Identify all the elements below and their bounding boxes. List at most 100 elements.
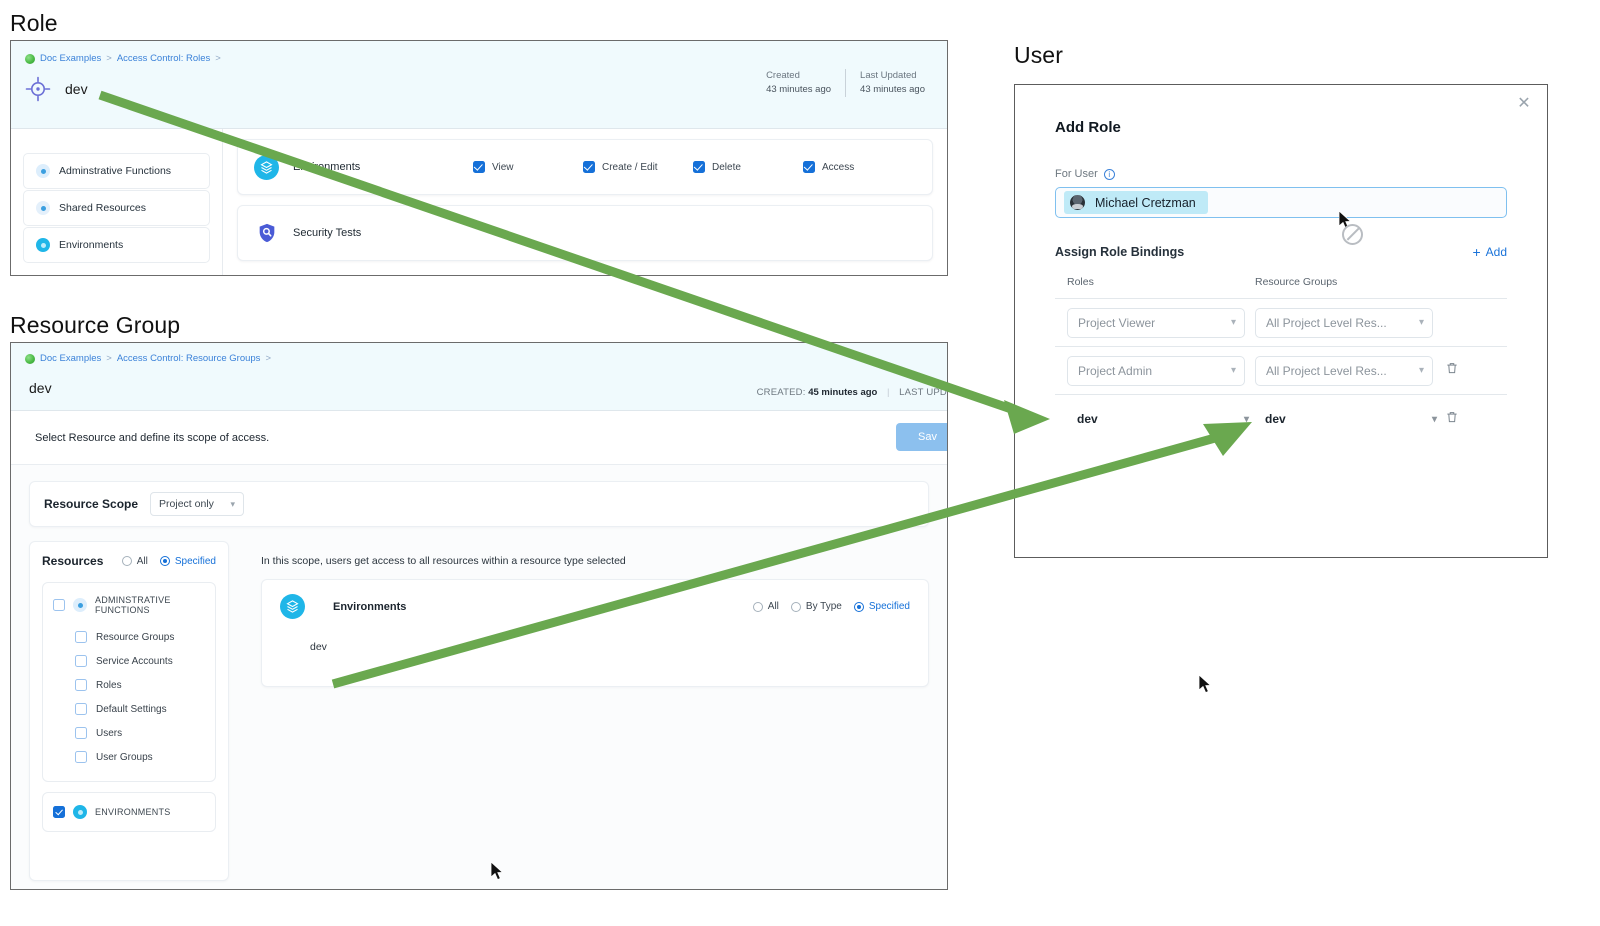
breadcrumb-project[interactable]: Doc Examples [40,353,102,364]
save-button[interactable]: Sav [896,423,947,451]
chevron-down-icon: ▾ [1243,413,1249,425]
resource-group-caption: Resource Group [10,312,181,338]
group-header[interactable]: ADMINSTRATIVE FUNCTIONS [53,595,205,615]
breadcrumb-section[interactable]: Access Control: Resource Groups [116,353,261,364]
role-category-label: Shared Resources [59,202,146,214]
user-chip[interactable]: Michael Cretzman [1064,191,1208,214]
binding-row-1: Project Viewer ▾ All Project Level Res..… [1055,299,1507,347]
column-actions [1445,276,1485,288]
checkbox-icon[interactable] [75,631,87,643]
add-role-dialog: ✕ Add Role For User i Michael Cretzman A… [1014,84,1548,558]
role-header: Doc Examples > Access Control: Roles > [11,41,947,129]
bindings-title: Assign Role Bindings [1055,245,1185,259]
binding-row-1-resource-group[interactable]: All Project Level Res... ▾ [1255,307,1433,338]
role-created: Created 43 minutes ago [752,69,845,97]
binding-row-3-role[interactable]: dev ▾ [1067,405,1257,433]
radio-icon [752,601,763,612]
binding-row-2-rg-cell: All Project Level Res... ▾ [1255,355,1445,386]
checkbox-icon[interactable] [583,161,595,173]
checkbox-icon[interactable] [693,161,705,173]
pale-dot-icon [36,164,50,178]
resource-group-subtitle-bar: Select Resource and define its scope of … [11,411,947,465]
resources-option-specified[interactable]: Specified [159,555,216,567]
checkbox-icon[interactable] [53,599,65,611]
resource-item-users[interactable]: Users [53,721,205,745]
resources-header: Resources All Specified [42,554,216,568]
group-header[interactable]: ENVIRONMENTS [53,805,205,819]
checkbox-icon[interactable] [803,161,815,173]
checkbox-icon[interactable] [75,727,87,739]
permission-view-label: View [492,161,514,173]
resource-item-default-settings[interactable]: Default Settings [53,697,205,721]
permission-row-security-tests[interactable]: Security Tests [237,205,933,261]
resource-item-service-accounts[interactable]: Service Accounts [53,649,205,673]
breadcrumb-section[interactable]: Access Control: Roles [116,53,211,64]
column-resource-groups: Resource Groups [1255,276,1338,288]
permission-create-edit-label: Create / Edit [602,161,658,173]
chevron-down-icon: ▾ [1418,365,1424,376]
role-title-row: dev [25,76,933,102]
checkbox-icon[interactable] [75,751,87,763]
column-roles: Roles [1067,276,1094,288]
env-option-all[interactable]: All [752,601,779,612]
resource-scope-select[interactable]: Project only ▾ [150,492,245,516]
resources-card: Resources All Specified [29,541,229,881]
permission-create-edit[interactable]: Create / Edit [583,161,693,173]
resource-item-user-groups[interactable]: User Groups [53,745,205,769]
role-category-environments[interactable]: Environments [23,227,210,263]
env-option-specified[interactable]: Specified [853,601,910,612]
permission-view[interactable]: View [473,161,583,173]
role-updated-label: Last Updated [860,70,917,81]
project-dot-icon [25,353,35,364]
resources-option-specified-label: Specified [174,555,216,567]
delete-icon[interactable] [1445,360,1459,376]
binding-row-3-resource-group[interactable]: dev ▾ [1255,405,1445,433]
resources-option-all[interactable]: All [121,556,148,567]
permission-access[interactable]: Access [803,161,913,173]
env-option-by-type-label: By Type [805,601,842,612]
delete-icon[interactable] [1445,409,1459,425]
chevron-down-icon: ▾ [1431,413,1437,425]
resource-item-label: User Groups [96,751,153,763]
role-category-label: Adminstrative Functions [59,165,172,177]
checkbox-icon[interactable] [473,161,485,173]
radio-selected-icon [853,601,864,612]
permission-delete[interactable]: Delete [693,161,803,173]
permission-row-environments[interactable]: Environments View Create / Edit Delet [237,139,933,195]
breadcrumb[interactable]: Doc Examples > Access Control: Roles > [25,53,933,64]
permission-row-label: Security Tests [293,227,362,239]
resource-scope-value: Project only [159,498,214,510]
breadcrumb-project[interactable]: Doc Examples [40,53,102,64]
breadcrumb-sep2-icon: > [215,53,221,64]
resource-item-resource-groups[interactable]: Resource Groups [53,625,205,649]
checkbox-icon[interactable] [75,703,87,715]
env-option-by-type[interactable]: By Type [790,601,842,612]
binding-row-2-resource-group[interactable]: All Project Level Res... ▾ [1255,355,1433,386]
breadcrumb[interactable]: Doc Examples > Access Control: Resource … [25,353,933,364]
close-icon[interactable]: ✕ [1517,95,1531,112]
resource-item-roles[interactable]: Roles [53,673,205,697]
checkbox-icon[interactable] [75,655,87,667]
binding-row-2-actions [1445,360,1485,381]
binding-row-1-role[interactable]: Project Viewer ▾ [1067,307,1245,338]
plus-icon: + [1472,244,1481,260]
checkbox-icon[interactable] [75,679,87,691]
role-category-adminstrative-functions[interactable]: Adminstrative Functions [23,153,210,189]
rg-updated-label: LAST UPD [899,387,947,398]
permission-row-label: Environments [293,161,361,173]
add-binding-button[interactable]: + Add [1472,244,1507,260]
resource-group-body: Resource Scope Project only ▾ Resources … [11,465,947,889]
resource-item-label: Service Accounts [96,655,173,667]
binding-row-2-role[interactable]: Project Admin ▾ [1067,355,1245,386]
binding-row-1-role-cell: Project Viewer ▾ [1055,307,1255,338]
scope-detail-column: In this scope, users get access to all r… [247,541,929,881]
environments-scope-title: Environments [333,600,407,613]
crosshair-target-icon [25,76,51,102]
info-icon[interactable]: i [1103,168,1115,180]
checkbox-checked-icon[interactable] [53,806,65,818]
environments-scope-card: Environments All By Type S [261,579,929,687]
for-user-field[interactable]: Michael Cretzman [1055,187,1507,218]
role-category-shared-resources[interactable]: Shared Resources [23,190,210,226]
binding-row-2-role-value: Project Admin [1078,363,1153,378]
resource-item-label: Roles [96,679,122,691]
